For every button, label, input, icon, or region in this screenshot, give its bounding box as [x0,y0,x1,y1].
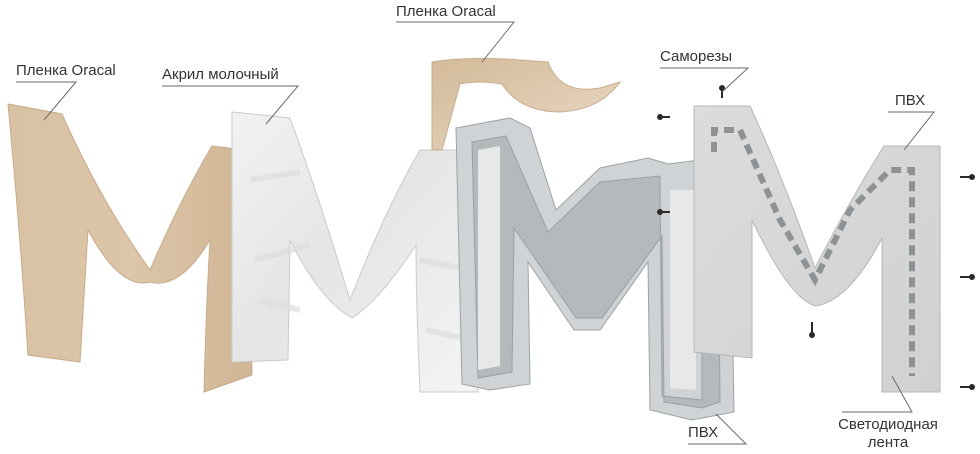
aluminum-frame-letter [455,117,735,421]
led-strip [711,127,915,376]
label-acrylic: Акрил молочный [162,66,279,83]
screw-icon [960,384,975,390]
label-pvc-bottom: ПВХ [688,424,719,441]
label-pvc-right: ПВХ [895,92,926,109]
screw-icon [960,174,975,180]
leader-lines [16,21,936,445]
label-screws: Саморезы [660,48,733,65]
screw-icon [719,85,725,98]
pvc-back-panel [693,105,941,393]
oracal-film-letter [7,103,263,393]
label-led-line1: Светодиодная [838,416,938,433]
label-led-line2: лента [867,434,909,451]
screw-icon [960,274,975,280]
curled-oracal-film [431,57,622,151]
screw-icon [657,114,670,120]
milky-acrylic-letter [231,111,479,393]
screw-icon [809,322,815,338]
screw-icon [657,209,670,215]
screws [657,85,975,390]
label-oracal-top: Пленка Oracal [396,3,496,20]
label-oracal-left: Пленка Oracal [16,62,116,79]
